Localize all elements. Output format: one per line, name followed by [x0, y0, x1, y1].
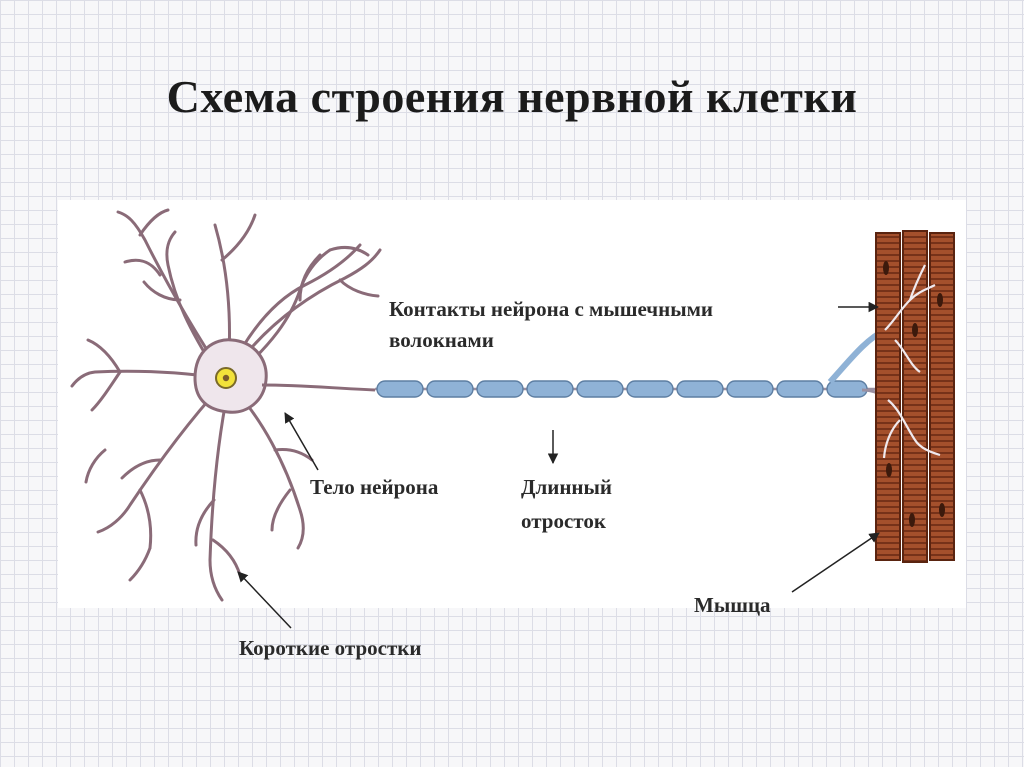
muscle [875, 230, 955, 563]
label-muscle: Мышца [694, 593, 771, 617]
myelin-sheath [376, 380, 868, 398]
axon [261, 327, 889, 402]
label-dendrites: Короткие отростки [239, 636, 422, 660]
arrow-dendrites [237, 571, 292, 629]
page-title: Схема строения нервной клетки [166, 71, 858, 122]
label-axon-line2: отросток [521, 509, 606, 533]
arrow-muscle [791, 532, 880, 593]
label-contacts-line2: волокнами [389, 328, 494, 352]
label-contacts-line1: Контакты нейрона с мышечными [389, 297, 714, 321]
pointer-arrows [237, 301, 880, 629]
neuron-body [193, 338, 268, 414]
arrow-body [284, 412, 319, 471]
label-neuron-body: Тело нейрона [310, 475, 439, 499]
label-axon-line1: Длинный [521, 475, 613, 499]
